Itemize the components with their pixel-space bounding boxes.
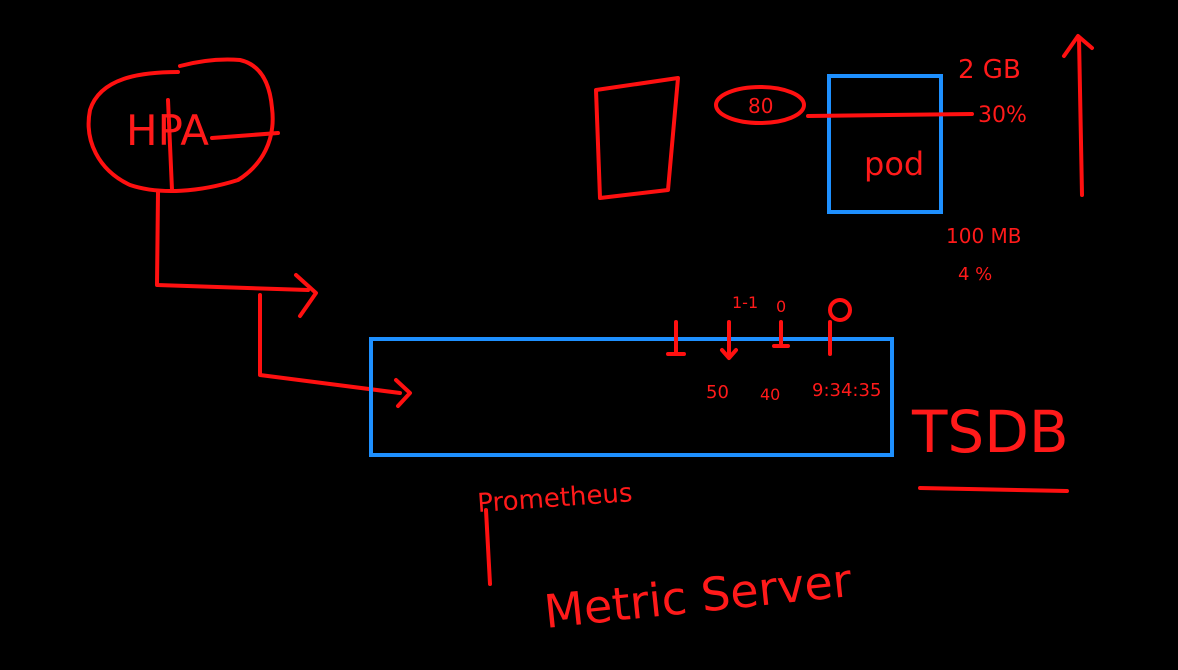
memory-request-label: 100 MB: [946, 224, 1022, 248]
cpu-percent-label: 30%: [978, 103, 1027, 128]
branch-arrowhead: [394, 378, 412, 408]
cpu-request-label: 4 %: [958, 264, 992, 285]
tick-mark-3: [772, 320, 790, 348]
scale-up-arrow: [1077, 36, 1084, 197]
pod-limit-line: [806, 112, 974, 118]
scale-up-arrowhead: [1062, 34, 1094, 58]
tick-small-label-2: 0: [776, 297, 786, 316]
tick-arrowhead-2: [720, 348, 738, 360]
tick-circle-marker: [828, 298, 852, 322]
metric-server-box: [369, 337, 894, 457]
hpa-connector: [155, 190, 310, 292]
tick-value-50: 50: [706, 382, 729, 403]
hpa-blob: [86, 57, 275, 193]
pod-badge-value: 80: [748, 94, 773, 118]
pod-box: [827, 74, 943, 214]
hpa-inner-stroke: [166, 98, 174, 192]
memory-limit-label: 2 GB: [958, 55, 1021, 85]
tsdb-label: TSDB: [911, 398, 1069, 466]
pod-label: pod: [864, 145, 924, 183]
hpa-label: HPA: [126, 106, 209, 155]
prometheus-stem: [484, 508, 492, 586]
tick-value-40: 40: [760, 385, 780, 404]
hpa-tail-line: [210, 131, 280, 140]
branch-connector: [258, 293, 402, 395]
tick-mark-1: [666, 320, 686, 356]
tsdb-underline: [918, 486, 1069, 493]
hpa-arrowhead-1: [294, 273, 318, 318]
tick-small-label-1: 1-1: [732, 293, 758, 312]
pod-badge-oval: [714, 85, 806, 125]
tick-timestamp: 9:34:35: [812, 380, 881, 401]
document-sketch: [594, 76, 680, 200]
